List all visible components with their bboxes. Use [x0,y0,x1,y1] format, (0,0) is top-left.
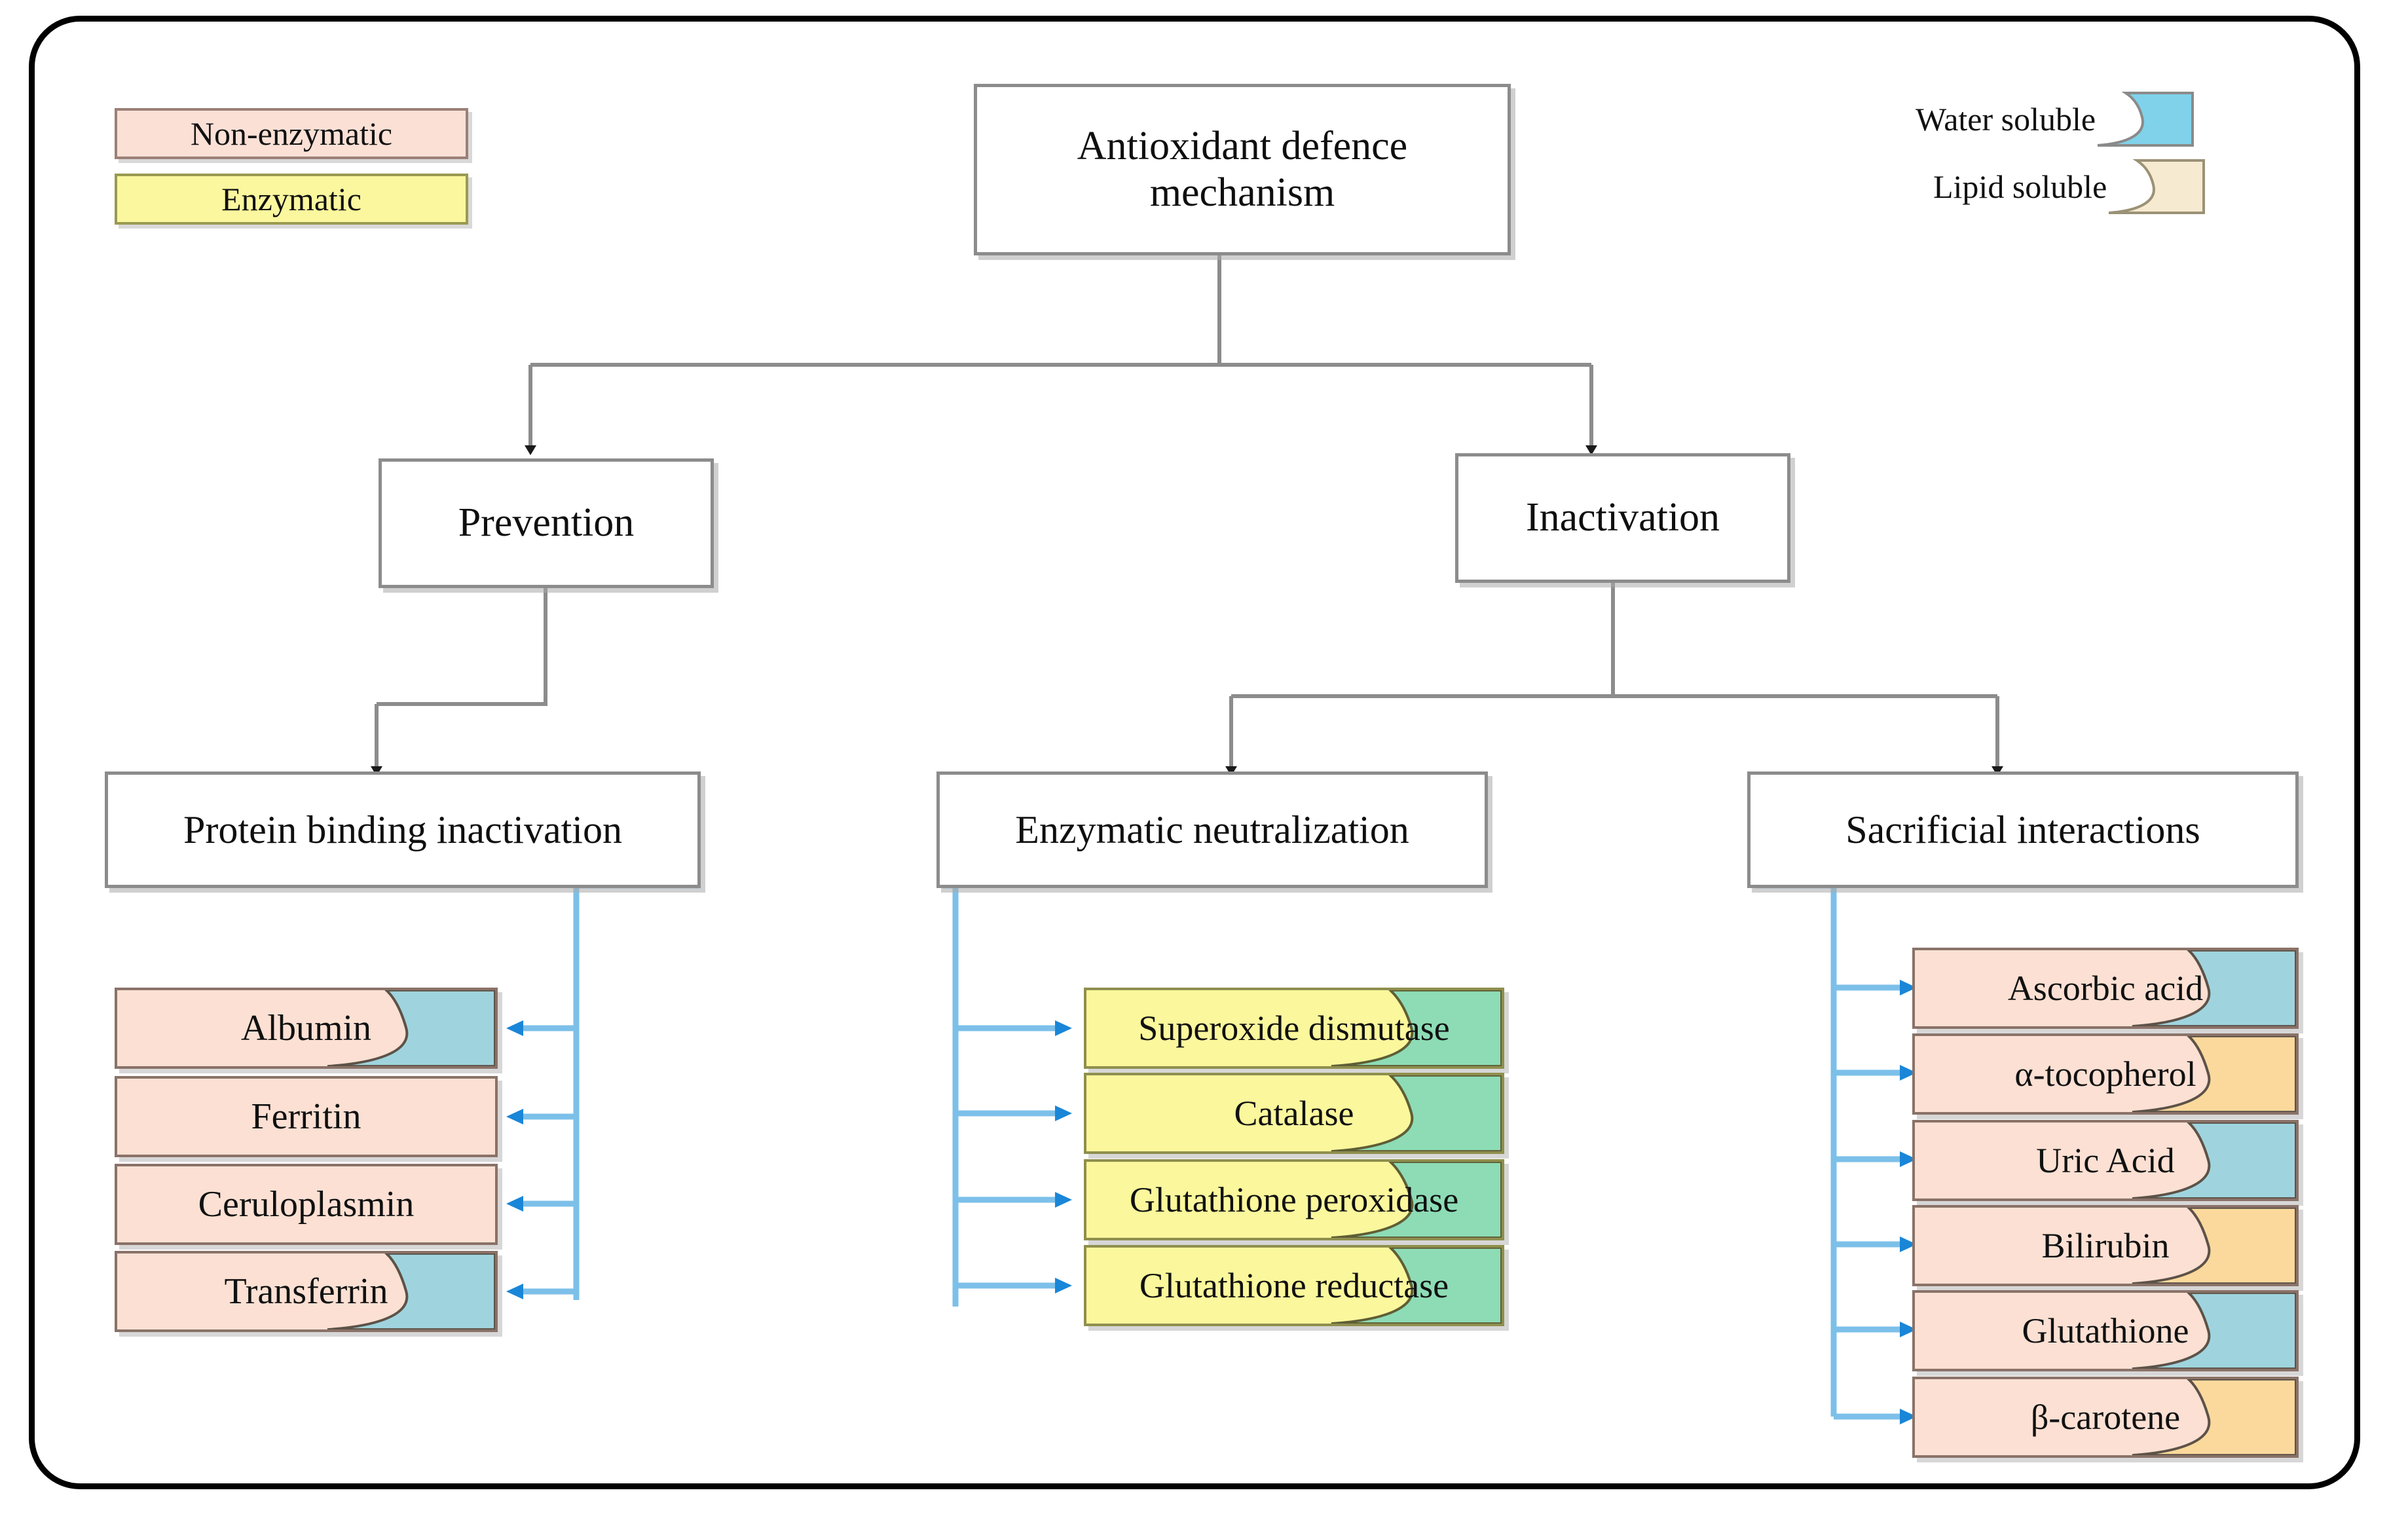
leaf-label-wrap: Ceruloplasmin [117,1166,495,1242]
node-root-label: Antioxidant defence mechanism [1077,123,1408,215]
leaf-label-wrap: Ferritin [117,1079,495,1155]
enzyme-green-wave-icon [1330,1248,1502,1324]
legend-chip-enzymatic: Enzymatic [115,174,468,225]
leaf-transferrin[interactable]: Transferrin [115,1251,498,1332]
enzyme-green-wave-icon [1330,990,1502,1066]
legend-lipid-soluble: Lipid soluble [1933,159,2206,214]
node-enzymatic-neutralization-label: Enzymatic neutralization [1015,807,1409,851]
leaf-label-wrap: α-tocopherol [1915,1036,2296,1112]
legend-non-enzymatic-label: Non-enzymatic [190,115,393,152]
node-protein-binding-inactivation[interactable]: Protein binding inactivation [105,771,701,888]
water-soluble-wave-icon [2131,1293,2296,1369]
leaf-ascorbic-acid-label: Ascorbic acid [2007,968,2204,1008]
leaf-albumin-label: Albumin [240,1007,372,1049]
leaf-label-wrap: Glutathione peroxidase [1086,1162,1502,1238]
water-soluble-swatch-icon [2096,92,2195,147]
lipid-soluble-wave-icon [2131,1036,2296,1112]
node-protein-binding-inactivation-label: Protein binding inactivation [183,807,622,851]
node-enzymatic-neutralization[interactable]: Enzymatic neutralization [936,771,1488,888]
node-prevention-label: Prevention [458,500,635,546]
leaf-label-wrap: β-carotene [1915,1379,2296,1455]
water-soluble-wave-icon [2131,950,2296,1026]
leaf-superoxide-dismutase[interactable]: Superoxide dismutase [1084,988,1504,1069]
water-soluble-wave-icon [326,1253,495,1329]
leaf-ceruloplasmin[interactable]: Ceruloplasmin [115,1164,498,1245]
leaf-catalase-label: Catalase [1234,1093,1354,1133]
leaf-ascorbic-acid[interactable]: Ascorbic acid [1912,948,2299,1029]
leaf-glutathione-reductase-label: Glutathione reductase [1139,1265,1449,1305]
leaf-beta-carotene-label: β-carotene [2030,1397,2181,1437]
leaf-ceruloplasmin-label: Ceruloplasmin [198,1183,415,1225]
node-inactivation-label: Inactivation [1525,495,1720,540]
leaf-label-wrap: Superoxide dismutase [1086,990,1502,1066]
leaf-label-wrap: Glutathione reductase [1086,1248,1502,1324]
leaf-alpha-tocopherol-label: α-tocopherol [2014,1054,2196,1094]
leaf-glutathione-peroxidase-label: Glutathione peroxidase [1129,1179,1459,1219]
legend-chip-non-enzymatic: Non-enzymatic [115,108,468,159]
leaf-label-wrap: Glutathione [1915,1293,2296,1369]
leaf-fill [117,1166,495,1242]
leaf-label-wrap: Bilirubin [1915,1208,2296,1284]
node-prevention[interactable]: Prevention [379,458,714,588]
node-inactivation[interactable]: Inactivation [1455,453,1790,583]
leaf-glutathione-reductase[interactable]: Glutathione reductase [1084,1245,1504,1326]
leaf-bilirubin-label: Bilirubin [2041,1225,2170,1265]
node-root-antioxidant-defence-mechanism[interactable]: Antioxidant defence mechanism [974,84,1511,255]
lipid-soluble-wave-icon [2131,1208,2296,1284]
leaf-ferritin-label: Ferritin [251,1096,361,1137]
leaf-label-wrap: Ascorbic acid [1915,950,2296,1026]
leaf-bilirubin[interactable]: Bilirubin [1912,1205,2299,1286]
leaf-glutathione-peroxidase[interactable]: Glutathione peroxidase [1084,1159,1504,1240]
leaf-beta-carotene[interactable]: β-carotene [1912,1377,2299,1458]
node-sacrificial-interactions[interactable]: Sacrificial interactions [1747,771,2299,888]
leaf-label-wrap: Uric Acid [1915,1123,2296,1198]
leaf-label-wrap: Transferrin [117,1253,495,1329]
diagram-frame-border [29,16,2360,1489]
leaf-albumin[interactable]: Albumin [115,988,498,1069]
leaf-uric-acid-label: Uric Acid [2036,1140,2175,1180]
enzyme-green-wave-icon [1330,1075,1502,1151]
water-soluble-wave-icon [326,990,495,1066]
lipid-soluble-wave-icon [2131,1379,2296,1455]
leaf-fill [117,1079,495,1155]
leaf-catalase[interactable]: Catalase [1084,1073,1504,1154]
leaf-glutathione-label: Glutathione [2022,1310,2189,1350]
enzyme-green-wave-icon [1330,1162,1502,1238]
leaf-label-wrap: Albumin [117,990,495,1066]
legend-water-soluble: Water soluble [1916,92,2195,147]
legend-water-soluble-label: Water soluble [1916,101,2096,138]
leaf-label-wrap: Catalase [1086,1075,1502,1151]
node-sacrificial-interactions-label: Sacrificial interactions [1845,807,2200,851]
lipid-soluble-swatch-icon [2107,159,2206,214]
leaf-glutathione[interactable]: Glutathione [1912,1290,2299,1371]
legend-enzymatic-label: Enzymatic [221,181,361,217]
legend-lipid-soluble-label: Lipid soluble [1933,168,2107,205]
leaf-superoxide-dismutase-label: Superoxide dismutase [1138,1008,1450,1048]
leaf-alpha-tocopherol[interactable]: α-tocopherol [1912,1033,2299,1115]
leaf-ferritin[interactable]: Ferritin [115,1076,498,1157]
water-soluble-wave-icon [2131,1123,2296,1198]
leaf-uric-acid[interactable]: Uric Acid [1912,1120,2299,1201]
leaf-transferrin-label: Transferrin [224,1271,388,1312]
